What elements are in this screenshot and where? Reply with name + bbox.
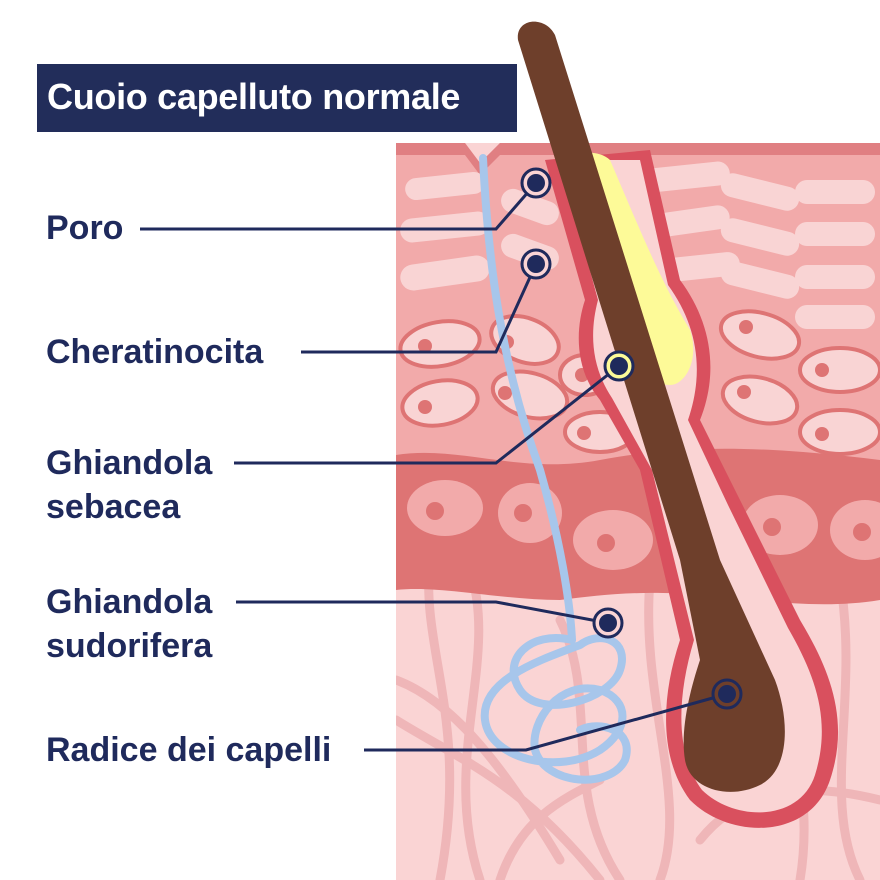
marker-ghiandola-sebacea (603, 350, 635, 382)
markers (520, 167, 743, 710)
marker-cheratinocita (520, 248, 552, 280)
hair-follicle (517, 21, 839, 828)
page-title: Cuoio capelluto normale (47, 76, 461, 117)
label-ghiandola-sudorifera: Ghiandola sudorifera (46, 583, 213, 665)
sweat-gland (479, 154, 631, 784)
leader-lines (140, 182, 728, 752)
label-ghiandola-sebacea: Ghiandola sebacea (46, 444, 213, 526)
label-radice-capelli: Radice dei capelli (46, 731, 332, 769)
marker-radice-capelli (711, 678, 743, 710)
marker-poro (520, 167, 552, 199)
marker-ghiandola-sudorifera (592, 607, 624, 639)
title-banner: Cuoio capelluto normale (37, 64, 517, 132)
label-poro: Poro (46, 209, 124, 247)
label-cheratinocita: Cheratinocita (46, 333, 264, 371)
